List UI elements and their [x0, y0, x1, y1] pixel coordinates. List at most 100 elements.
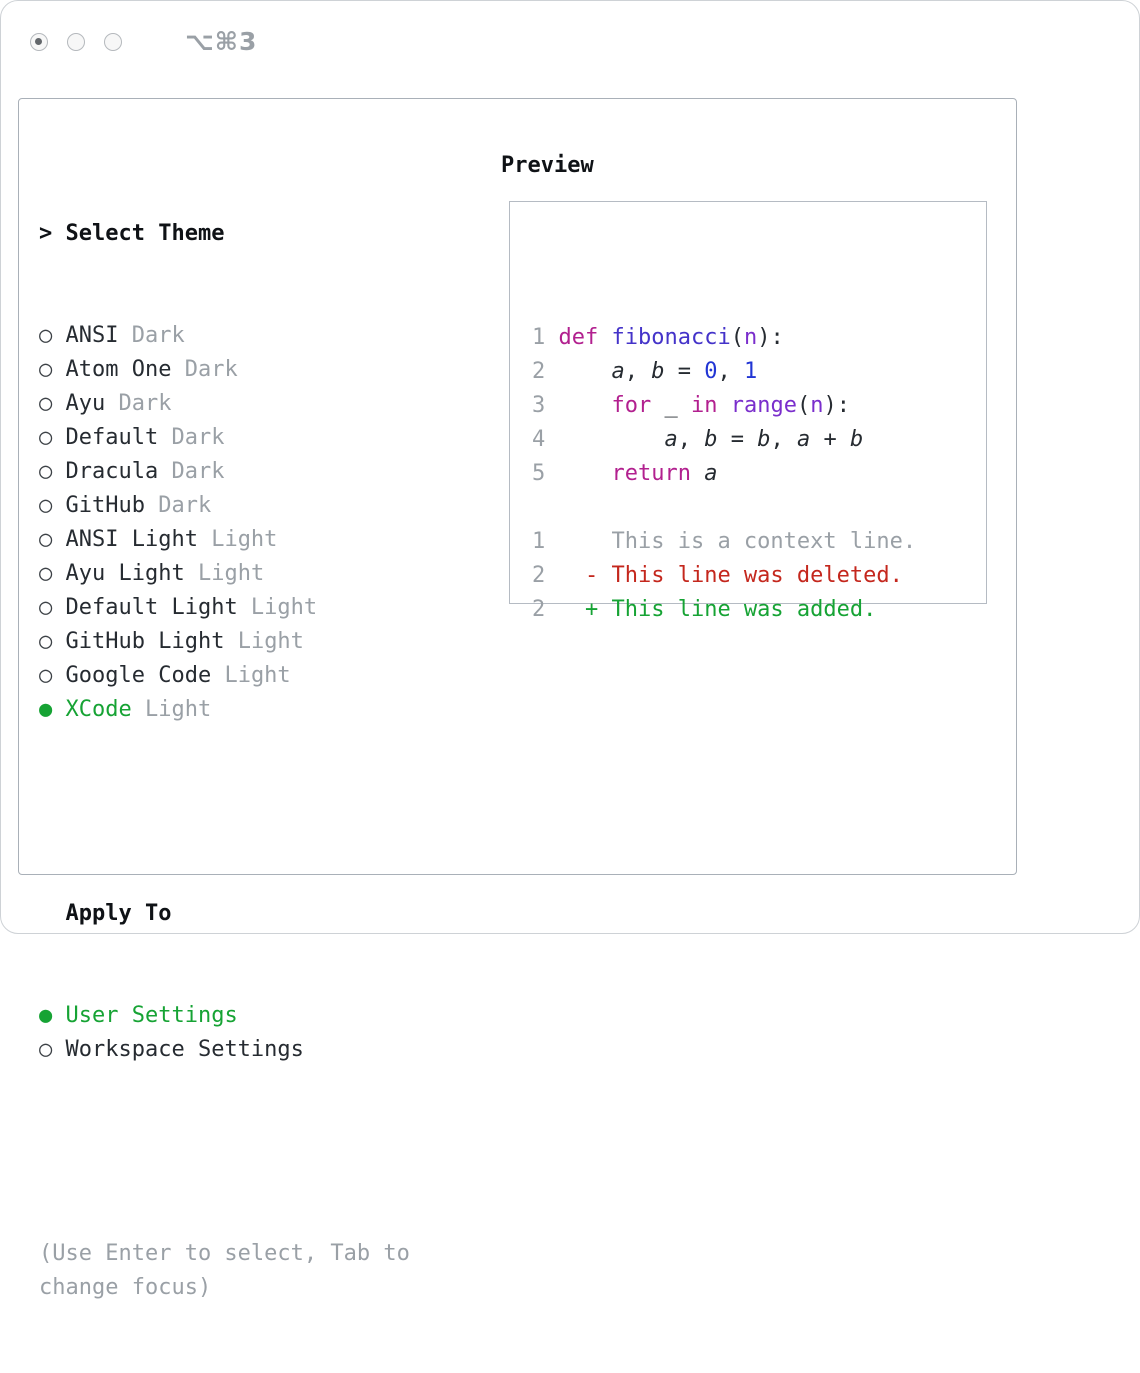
radio-icon: ○ — [39, 323, 66, 348]
apply-option-workspace-settings[interactable]: ○ Workspace Settings — [39, 1033, 410, 1067]
line-number: 4 — [532, 427, 559, 452]
window-button-2[interactable] — [67, 32, 85, 51]
code-segment: in — [690, 393, 718, 418]
code-segment — [717, 393, 730, 418]
diff-line: 2 - This line was deleted. — [532, 559, 986, 593]
theme-variant: Light — [131, 697, 212, 722]
theme-option-google-code-light[interactable]: ○ Google Code Light — [39, 659, 410, 693]
select-theme-title: Select Theme — [65, 221, 225, 246]
code-segment: a — [611, 359, 625, 384]
code-segment — [559, 427, 665, 452]
code-line: 2 a, b = 0, 1 — [532, 355, 986, 389]
code-segment: b — [849, 427, 864, 452]
apply-option-label: User Settings — [65, 1003, 238, 1028]
code-segment: a — [704, 461, 718, 486]
theme-variant: Dark — [144, 493, 212, 518]
apply-option-label: Workspace Settings — [65, 1037, 304, 1062]
line-number: 2 — [532, 359, 559, 384]
theme-variant: Light — [211, 663, 291, 688]
theme-name: Default — [65, 425, 159, 450]
theme-option-github-light-light[interactable]: ○ GitHub Light Light — [39, 625, 410, 659]
theme-name: ANSI Light — [65, 527, 198, 552]
preview-header: Preview — [501, 153, 594, 178]
theme-variant: Light — [197, 527, 278, 552]
radio-selected-icon: ● — [39, 1003, 66, 1028]
code-segment: , — [624, 359, 652, 384]
radio-selected-icon: ● — [39, 697, 66, 722]
apply-options: ● User Settings○ Workspace Settings — [39, 999, 410, 1067]
code-segment: ( — [730, 325, 744, 350]
help-line: change focus) — [39, 1275, 212, 1300]
code-line: 5 return a — [532, 457, 986, 491]
radio-icon: ○ — [39, 629, 66, 654]
theme-option-xcode-light[interactable]: ● XCode Light — [39, 693, 410, 727]
radio-icon: ○ — [39, 663, 66, 688]
theme-variant: Dark — [158, 425, 225, 450]
theme-option-github-dark[interactable]: ○ GitHub Dark — [39, 489, 410, 523]
radio-icon: ○ — [39, 357, 66, 382]
code-segment: b — [757, 427, 771, 452]
radio-icon: ○ — [39, 1037, 66, 1062]
code-segment: 0 — [704, 359, 718, 384]
theme-name: GitHub — [65, 493, 145, 518]
apply-option-user-settings[interactable]: ● User Settings — [39, 999, 410, 1033]
code-segment — [559, 461, 612, 486]
prompt-icon: > — [39, 221, 66, 246]
theme-name: Atom One — [65, 357, 172, 382]
theme-option-default-light-light[interactable]: ○ Default Light Light — [39, 591, 410, 625]
diff-text: - This line was deleted. — [558, 563, 903, 588]
code-segment: , — [677, 427, 705, 452]
theme-name: Ayu — [65, 391, 106, 416]
theme-variant: Light — [237, 595, 318, 620]
keyboard-shortcut-label: ⌥⌘3 — [185, 27, 258, 56]
theme-option-ayu-dark[interactable]: ○ Ayu Dark — [39, 387, 410, 421]
theme-option-ansi-light-light[interactable]: ○ ANSI Light Light — [39, 523, 410, 557]
apply-to-title: Apply To — [65, 901, 172, 926]
theme-variant: Dark — [105, 391, 172, 416]
diff-line: 1 This is a context line. — [532, 525, 986, 559]
theme-option-default-dark[interactable]: ○ Default Dark — [39, 421, 410, 455]
theme-column: > Select Theme ○ ANSI Dark○ Atom One Dar… — [39, 149, 410, 1373]
code-segment: for — [611, 393, 652, 418]
code-segment: = — [664, 359, 705, 384]
spacer — [39, 795, 410, 829]
code-segment — [559, 359, 612, 384]
window-button-3[interactable] — [104, 32, 122, 51]
code-segment: , — [717, 359, 744, 384]
code-segment: return — [611, 461, 691, 486]
theme-option-dracula-dark[interactable]: ○ Dracula Dark — [39, 455, 410, 489]
theme-name: Google Code — [65, 663, 212, 688]
theme-option-ayu-light-light[interactable]: ○ Ayu Light Light — [39, 557, 410, 591]
radio-icon: ○ — [39, 391, 66, 416]
blank-line — [532, 491, 986, 525]
theme-name: ANSI — [65, 323, 119, 348]
theme-name: Ayu Light — [65, 561, 185, 586]
theme-variant: Light — [184, 561, 265, 586]
diff-text: + This line was added. — [558, 597, 877, 622]
code-segment: 1 — [743, 359, 758, 384]
code-segment: ): — [757, 325, 784, 350]
line-number: 1 — [532, 325, 559, 350]
line-number: 2 — [532, 597, 559, 622]
theme-option-ansi-dark[interactable]: ○ ANSI Dark — [39, 319, 410, 353]
theme-selector-panel: > Select Theme ○ ANSI Dark○ Atom One Dar… — [18, 98, 1017, 1300]
theme-name: Dracula — [65, 459, 159, 484]
theme-option-atom-one-dark[interactable]: ○ Atom One Dark — [39, 353, 410, 387]
code-segment: range — [730, 393, 797, 418]
window-button-1[interactable] — [30, 32, 48, 51]
theme-variant: Light — [224, 629, 304, 654]
code-line: 4 a, b = b, a + b — [532, 423, 986, 457]
apply-to-header: Apply To — [39, 897, 410, 931]
radio-icon: ○ — [39, 527, 66, 552]
line-number: 2 — [532, 563, 559, 588]
line-number: 5 — [532, 461, 559, 486]
code-segment: ): — [823, 393, 850, 418]
code-segment: n — [810, 393, 824, 418]
code-segment: + — [810, 427, 850, 452]
theme-name: XCode — [65, 697, 132, 722]
theme-name: GitHub Light — [65, 629, 225, 654]
theme-variant: Dark — [158, 459, 225, 484]
